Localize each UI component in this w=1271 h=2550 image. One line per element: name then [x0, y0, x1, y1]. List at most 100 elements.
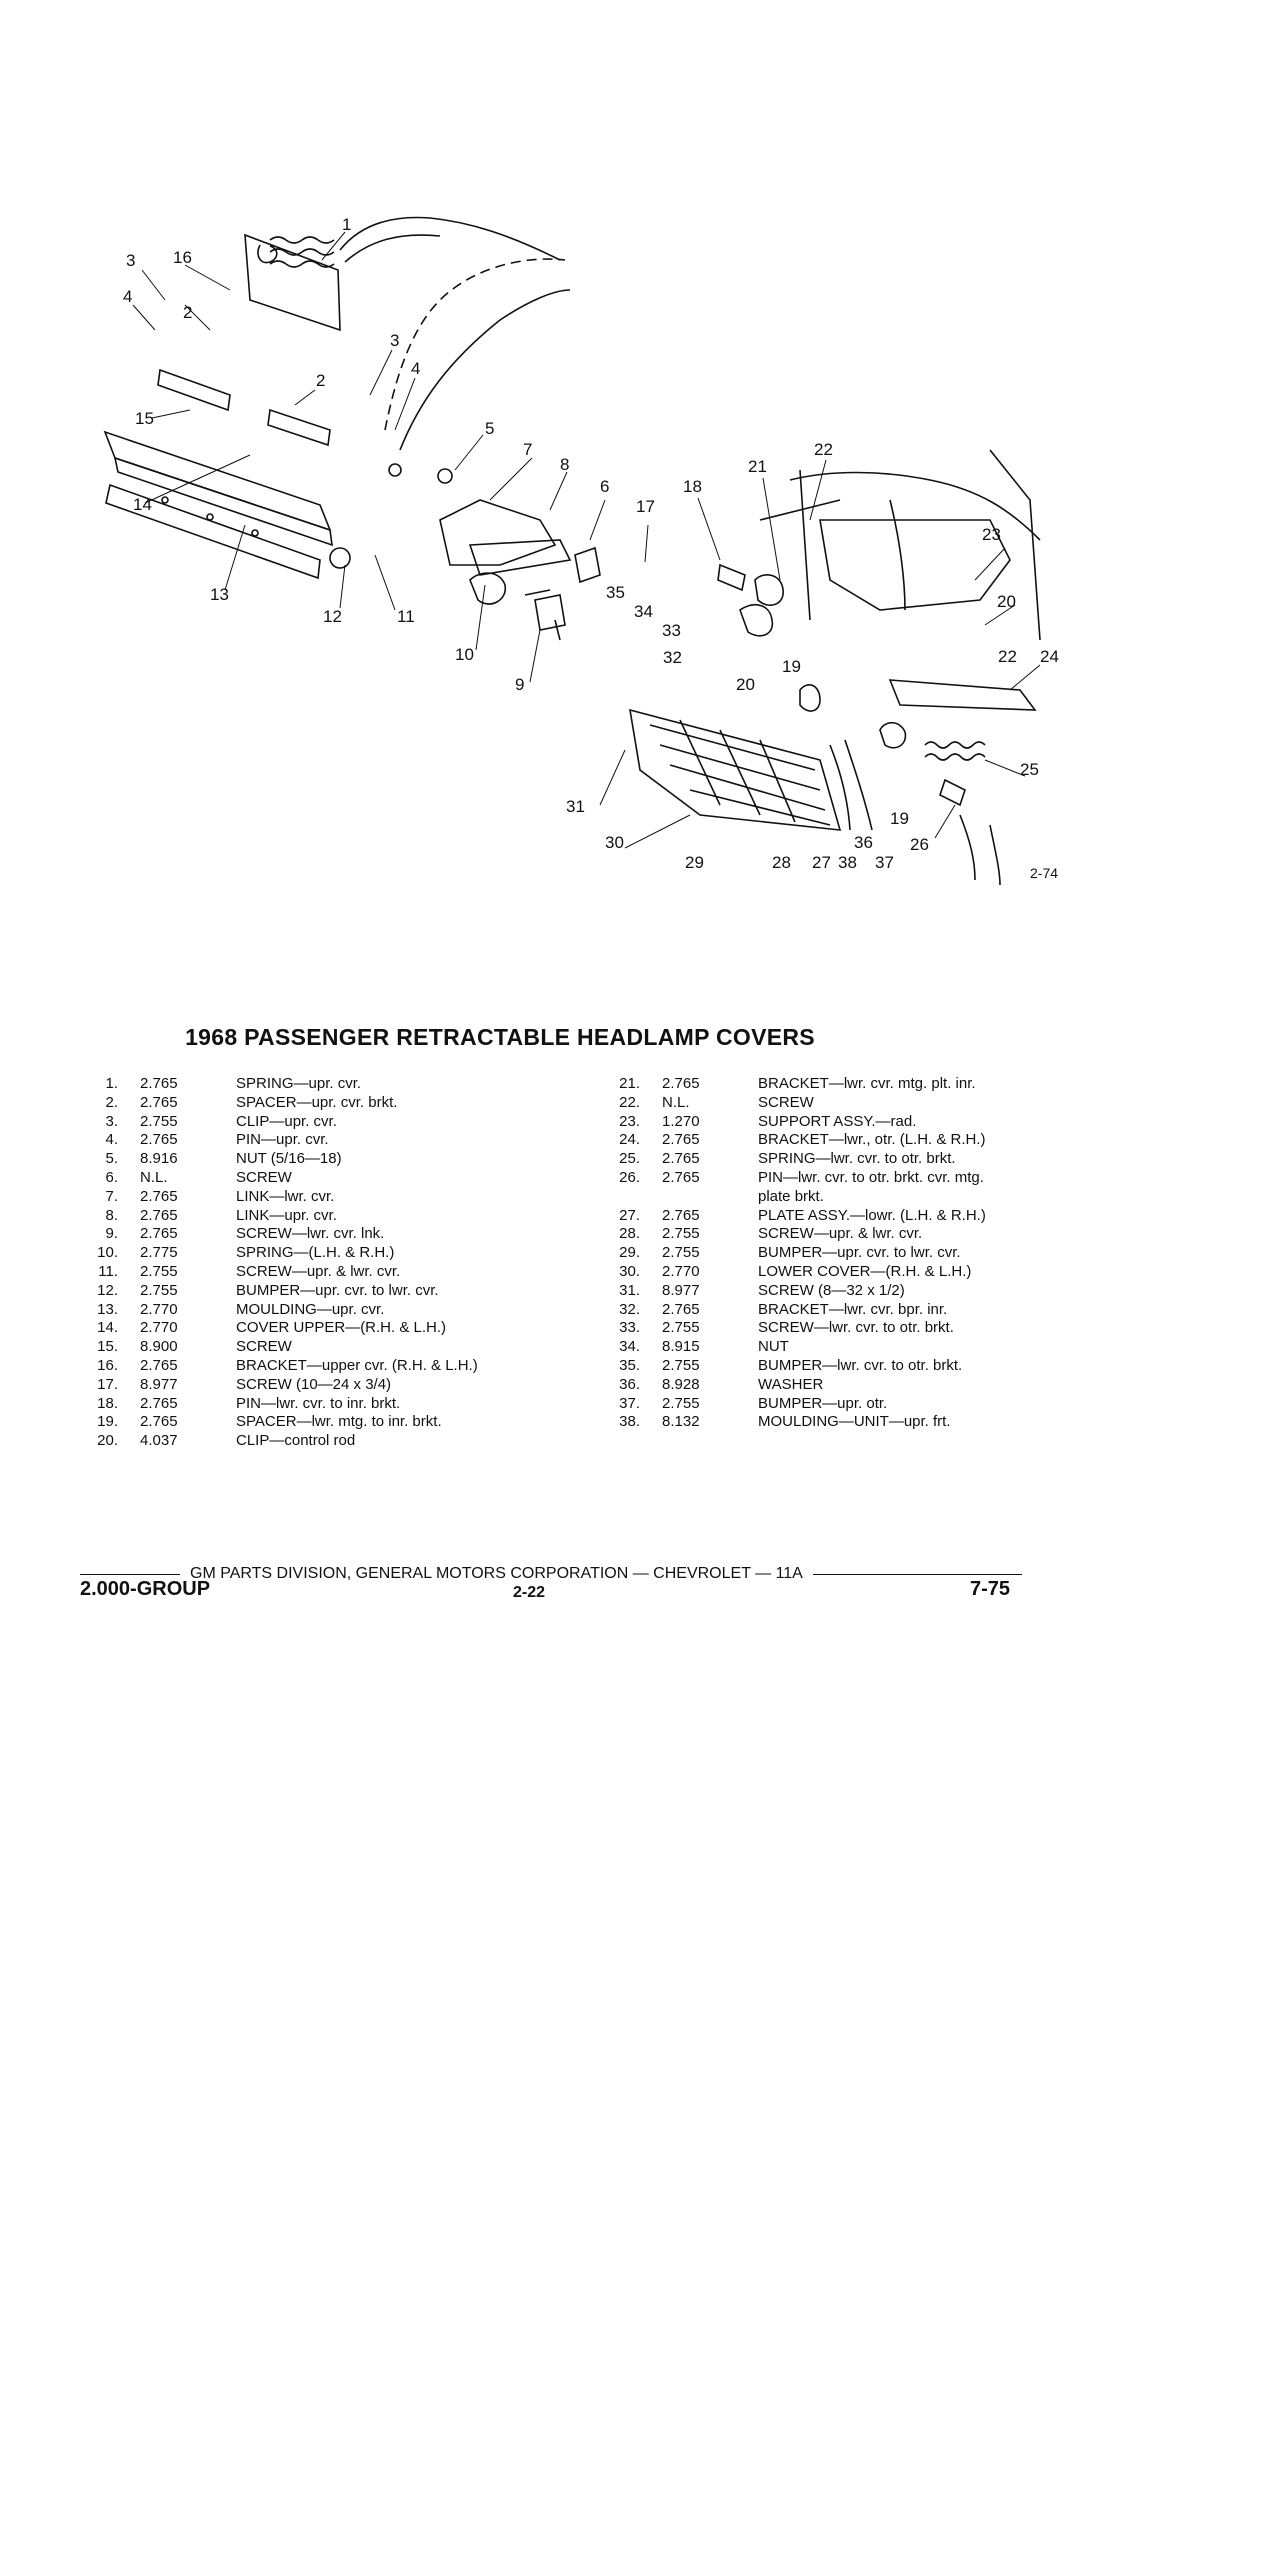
- callout-36: 36: [854, 833, 873, 852]
- part-code: 2.765: [662, 1206, 700, 1224]
- part-num: 22.: [619, 1093, 640, 1111]
- part-num: 23.: [619, 1112, 640, 1130]
- part-desc: COVER UPPER—(R.H. & L.H.): [236, 1319, 447, 1337]
- part-code: 2.765: [662, 1300, 700, 1318]
- part-desc: LINK—upr. cvr.: [236, 1206, 337, 1224]
- callout-labels: 1 16 3 4 2 3 2 4 15 5 7 8 6 14 13 12 11 …: [123, 215, 1059, 881]
- callout-22: 22: [814, 440, 833, 459]
- part-num: 30.: [619, 1262, 640, 1280]
- part-num: 34.: [619, 1338, 640, 1356]
- part-desc: SCREW: [236, 1338, 292, 1356]
- part-code: 8.915: [662, 1338, 700, 1356]
- part-num: 32.: [619, 1300, 640, 1318]
- part-num: 37.: [619, 1394, 640, 1412]
- part-code: 2.765: [140, 1093, 178, 1111]
- part-num: 33.: [619, 1319, 640, 1337]
- callout-21: 21: [748, 457, 767, 476]
- part-desc: NUT: [758, 1338, 789, 1356]
- part-num: 16.: [97, 1356, 118, 1374]
- callout-31: 31: [566, 797, 585, 816]
- callout-16: 16: [173, 248, 192, 267]
- footer-rule-right: [812, 1573, 1022, 1575]
- part-code: 2.765: [140, 1187, 178, 1205]
- part-code: 2.755: [662, 1244, 700, 1262]
- part-num: 15.: [97, 1338, 118, 1356]
- part-code: 2.770: [662, 1262, 700, 1280]
- callout-19b: 19: [890, 809, 909, 828]
- callout-29: 29: [685, 853, 704, 872]
- figure-number: 2-74: [1030, 865, 1058, 881]
- part-num: 10.: [97, 1244, 118, 1262]
- part-code: 4.037: [140, 1432, 178, 1450]
- part-code: 2.765: [662, 1131, 700, 1149]
- part-desc: BRACKET—upper cvr. (R.H. & L.H.): [236, 1356, 478, 1374]
- exploded-parts-diagram: 1 16 3 4 2 3 2 4 15 5 7 8 6 14 13 12 11 …: [103, 215, 1059, 886]
- callout-4: 4: [123, 287, 132, 306]
- callout-17: 17: [636, 497, 655, 516]
- part-num: 9.: [105, 1225, 118, 1243]
- part-desc: plate brkt.: [758, 1187, 824, 1205]
- part-num: 19.: [97, 1413, 118, 1431]
- part-desc: WASHER: [758, 1375, 824, 1393]
- callout-4b: 4: [411, 359, 420, 378]
- callout-leaders: [132, 231, 1041, 849]
- part-desc: SCREW (8—32 x 1/2): [758, 1281, 905, 1299]
- part-desc: SCREW: [236, 1168, 292, 1186]
- part-desc: PLATE ASSY.—lowr. (L.H. & R.H.): [758, 1206, 986, 1224]
- callout-10: 10: [455, 645, 474, 664]
- callout-13: 13: [210, 585, 229, 604]
- part-code: 2.765: [662, 1150, 700, 1168]
- part-code: 8.977: [662, 1281, 700, 1299]
- part-num: 20.: [97, 1432, 118, 1450]
- part-code: 2.765: [662, 1075, 700, 1092]
- callout-7: 7: [523, 440, 532, 459]
- part-desc: BRACKET—lwr., otr. (L.H. & R.H.): [758, 1131, 986, 1149]
- part-code: 8.928: [662, 1375, 700, 1393]
- part-code: 8.132: [662, 1413, 700, 1431]
- part-desc: SPRING—lwr. cvr. to otr. brkt.: [758, 1150, 956, 1168]
- part-desc: NUT (5/16—18): [236, 1150, 342, 1168]
- part-row: 22.N.L.SCREW: [590, 1094, 1058, 1113]
- part-num: 17.: [97, 1375, 118, 1393]
- part-desc: SCREW—upr. & lwr. cvr.: [758, 1225, 923, 1243]
- callout-14: 14: [133, 495, 152, 514]
- part-num: 14.: [97, 1319, 118, 1337]
- callout-28: 28: [772, 853, 791, 872]
- callout-9: 9: [515, 675, 524, 694]
- part-desc: SPACER—lwr. mtg. to inr. brkt.: [236, 1413, 442, 1431]
- footer-rule-left: [80, 1573, 180, 1575]
- footer-division: GM PARTS DIVISION, GENERAL MOTORS CORPOR…: [190, 1565, 803, 1582]
- part-code: 8.977: [140, 1375, 178, 1393]
- part-desc: SPRING—upr. cvr.: [236, 1075, 362, 1092]
- callout-20: 20: [736, 675, 755, 694]
- part-code: [640, 1188, 736, 1207]
- part-desc: BUMPER—upr. cvr. to lwr. cvr.: [236, 1281, 439, 1299]
- part-code: 2.765: [140, 1394, 178, 1412]
- callout-38: 38: [838, 853, 857, 872]
- part-num: 18.: [97, 1394, 118, 1412]
- part-num: 3.: [105, 1112, 118, 1130]
- part-desc: SCREW (10—24 x 3/4): [236, 1375, 392, 1393]
- footer-page: 2-22: [513, 1584, 546, 1601]
- part-code: 2.765: [140, 1225, 178, 1243]
- callout-22b: 22: [998, 647, 1017, 666]
- callout-3: 3: [126, 251, 135, 270]
- callout-6: 6: [600, 477, 609, 496]
- callout-20b: 20: [997, 592, 1016, 611]
- part-code: 2.775: [140, 1244, 178, 1262]
